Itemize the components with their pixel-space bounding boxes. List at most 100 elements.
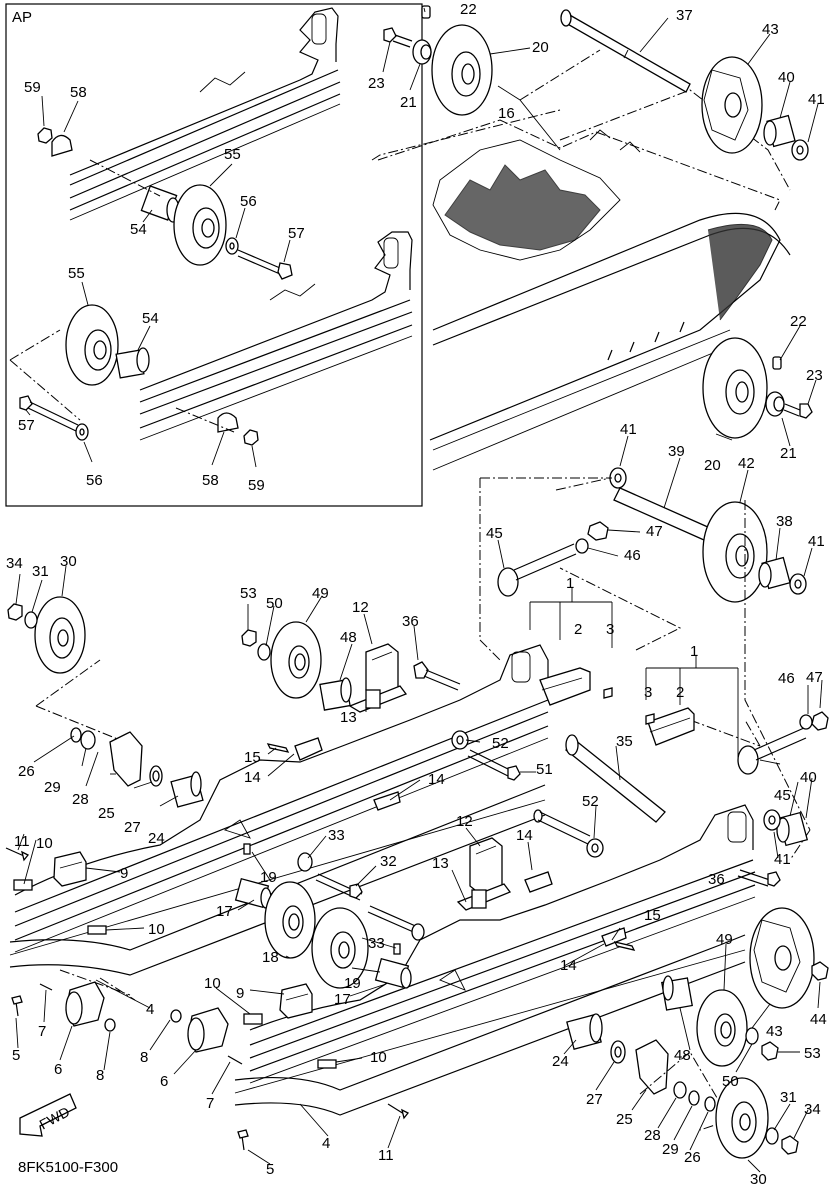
part-29-washer-left [80, 730, 96, 750]
callout-25: 25 [98, 805, 115, 822]
callout-23: 23 [806, 367, 823, 384]
callout-50: 50 [722, 1073, 739, 1090]
callout-58: 58 [70, 84, 87, 101]
part-17-shaft-right [374, 957, 412, 989]
part-49-wheel-upper [270, 621, 322, 699]
callout-47: 47 [646, 523, 663, 540]
inset-part-59-nut-top [37, 127, 53, 144]
part-32-bolt-right [367, 905, 425, 941]
part-26-ring-left [70, 727, 82, 743]
callout-41: 41 [774, 851, 791, 868]
part-28-washer-right [673, 1081, 687, 1099]
part-22-mid-grease [772, 356, 782, 370]
part-31-washer-left [24, 611, 38, 629]
part-53-nut-lower [761, 1041, 779, 1061]
part-20-mid-wheel [702, 337, 768, 439]
part-52-washer-lower [586, 838, 604, 858]
callout-8: 8 [96, 1067, 104, 1084]
callout-34: 34 [804, 1101, 821, 1118]
inset-label: AP [12, 9, 32, 26]
callout-21: 21 [400, 94, 417, 111]
part-13-bracket-upper [348, 685, 408, 713]
part-11-pin-left [5, 847, 30, 862]
right-rail-upper [249, 804, 756, 1084]
part-40-lower-collar [776, 811, 809, 847]
inset-part-55-wheel-top [173, 184, 227, 266]
part-29-ring-right [688, 1090, 700, 1106]
part-34-nut-right [781, 1135, 799, 1155]
part-46-mid-washer [575, 538, 589, 554]
guide-left-stopper [59, 969, 136, 1001]
callout-7: 7 [38, 1023, 46, 1040]
callout-2: 2 [574, 621, 582, 638]
callout-12: 12 [456, 813, 473, 830]
callout-4: 4 [322, 1135, 330, 1152]
part-25-cap-right [635, 1039, 669, 1095]
callout-46: 46 [624, 547, 641, 564]
callout-21: 21 [780, 445, 797, 462]
callout-15: 15 [244, 749, 261, 766]
part-30-wheel-right [715, 1077, 769, 1159]
callout-44: 44 [810, 1011, 827, 1028]
callout-20: 20 [704, 457, 721, 474]
callout-10: 10 [204, 975, 221, 992]
part-5-screw-left [11, 995, 23, 1017]
part-41-mid-washer [609, 467, 627, 489]
guide-right-wheel [639, 1051, 731, 1131]
callout-14: 14 [428, 771, 445, 788]
part-14-block-mid [373, 791, 401, 811]
callout-28: 28 [72, 791, 89, 808]
part-38-collar [758, 556, 791, 590]
callout-51: 51 [536, 761, 553, 778]
callout-46: 46 [778, 670, 795, 687]
callout-10: 10 [36, 835, 53, 852]
part-41-lower-washer [763, 809, 781, 831]
callout-43: 43 [762, 21, 779, 38]
callout-20: 20 [532, 39, 549, 56]
callout-38: 38 [776, 513, 793, 530]
callout-45: 45 [774, 787, 791, 804]
callout-36: 36 [708, 871, 725, 888]
callout-49: 49 [312, 585, 329, 602]
part-48-spacer-upper [319, 677, 352, 711]
callout-41: 41 [808, 533, 825, 550]
callout-41: 41 [620, 421, 637, 438]
inset-part-54-spacer-bottom [115, 347, 150, 379]
inset-lower-rail [139, 231, 413, 441]
callout-2: 2 [676, 684, 684, 701]
callout-49: 49 [716, 931, 733, 948]
part-20-top-wheel [431, 24, 493, 116]
inset-part-57-bolt-top [237, 249, 293, 280]
part-19-pin-left [243, 843, 251, 855]
callout-14: 14 [244, 769, 261, 786]
callout-32: 32 [380, 853, 397, 870]
part-10-clip-upper-left [13, 879, 33, 891]
part-36-bolt-upper [413, 661, 461, 691]
part-2-bracket-lower [647, 707, 695, 746]
callout-31: 31 [780, 1089, 797, 1106]
callout-13: 13 [340, 709, 357, 726]
callout-54: 54 [142, 310, 159, 327]
part-36-bolt-lower [737, 869, 781, 887]
callout-27: 27 [586, 1091, 603, 1108]
callout-34: 34 [6, 555, 23, 572]
callout-33: 33 [368, 935, 385, 952]
callout-24: 24 [552, 1053, 569, 1070]
part-30-wheel-left [34, 596, 86, 674]
callout-39: 39 [668, 443, 685, 460]
part-7-pin-left [39, 983, 53, 991]
part-45-lower-bolt [737, 727, 807, 775]
callout-40: 40 [778, 69, 795, 86]
guide-left-wheel [35, 659, 121, 741]
callout-1: 1 [690, 643, 698, 660]
callout-17: 17 [334, 991, 351, 1008]
part-3-pin-upper [603, 687, 613, 699]
part-6-stopper-left [65, 981, 105, 1027]
part-46-lower-washer [799, 714, 813, 730]
callout-50: 50 [266, 595, 283, 612]
callout-14: 14 [516, 827, 533, 844]
callout-31: 31 [32, 563, 49, 580]
callout-30: 30 [750, 1171, 767, 1185]
callout-45: 45 [486, 525, 503, 542]
